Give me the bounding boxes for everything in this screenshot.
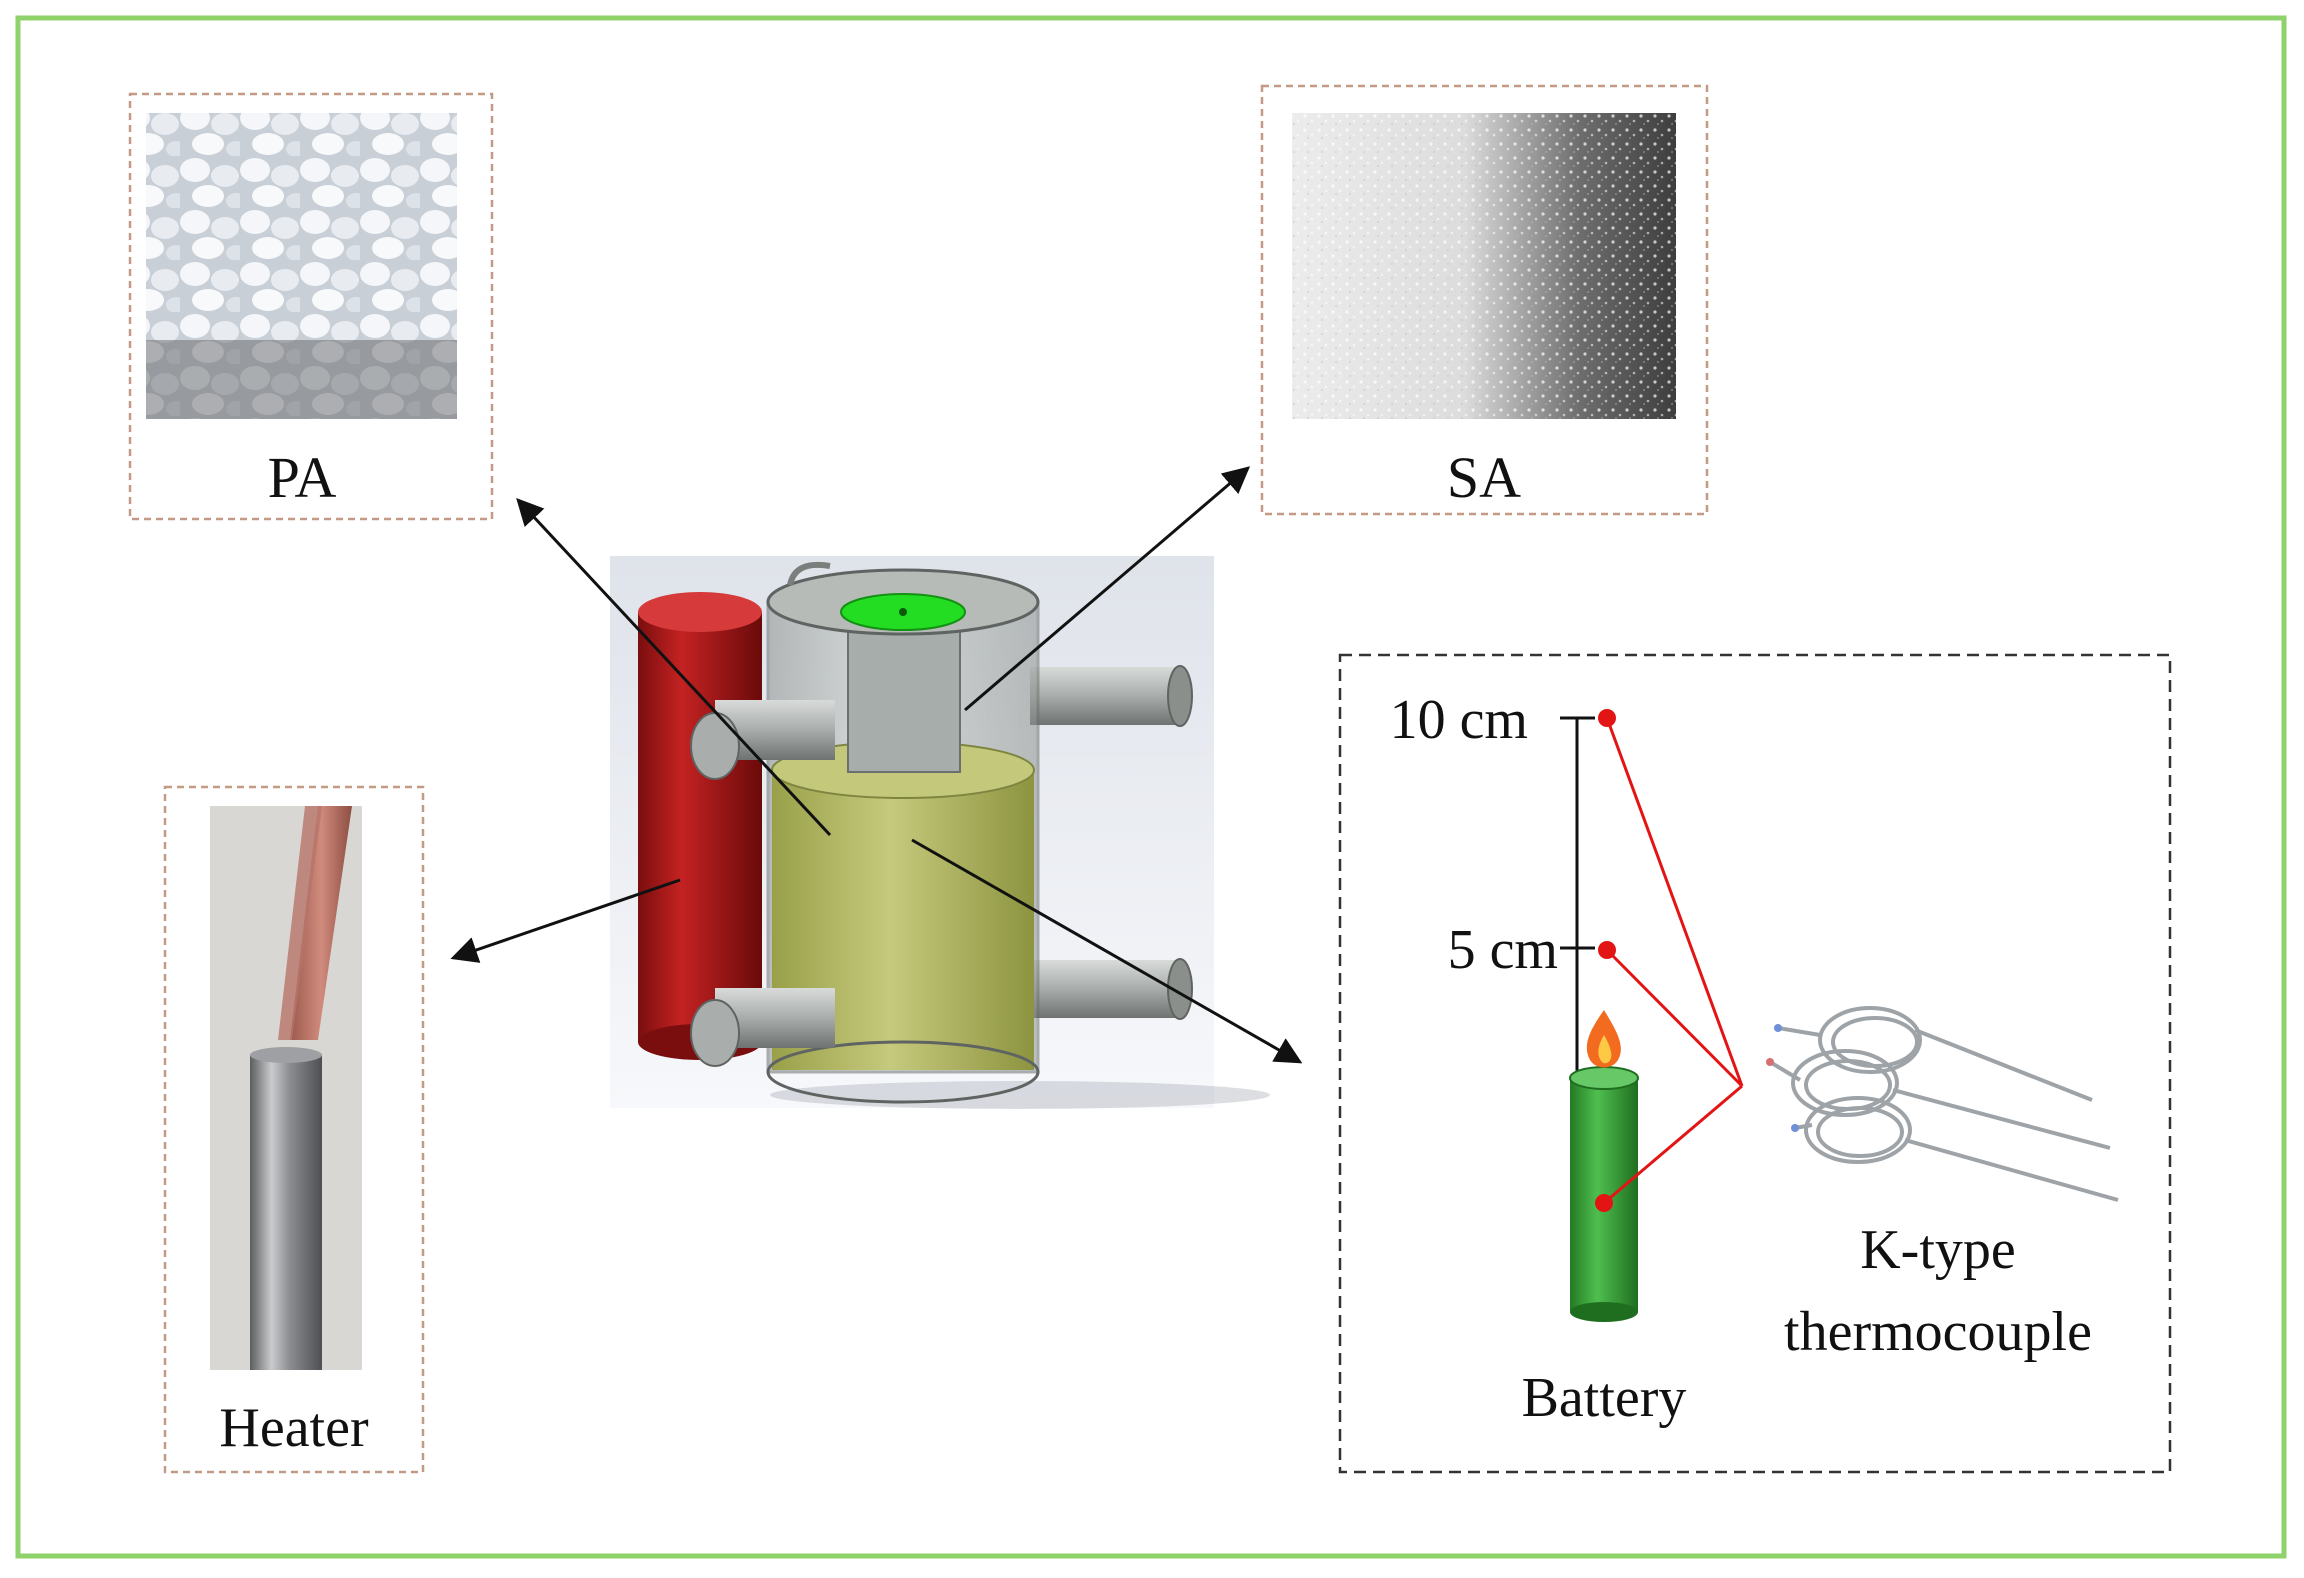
pipe-right-lower [1030,960,1180,1018]
sensor-wire-5cm [1605,948,1744,1088]
coil-1 [1818,1006,1922,1074]
outer-frame [15,15,2287,1559]
heater-tube-top [250,1047,322,1063]
coil-6 [1816,1106,1904,1158]
height-label-10cm: 10 cm [1390,689,1528,751]
sensor-wire-10cm [1605,717,1744,1087]
battery-label: Battery [1522,1367,1687,1429]
heater-panel-border [163,785,425,1474]
arrow-to-pa [516,498,832,837]
arrow-to-sa [964,466,1251,712]
battery-bottom [1570,1302,1638,1322]
probe-3 [1904,1138,2119,1202]
heater-cable [290,806,352,1040]
arrow-to-detail [911,838,1303,1064]
pa-label: PA [268,445,337,510]
probe-2 [1892,1088,2111,1150]
pa-panel-border [128,92,494,521]
pipe-left-upper-end [690,712,740,780]
thermocouple-tip-1 [1774,1024,1782,1032]
lead-1 [1777,1026,1821,1037]
tank-bottom [766,1040,1040,1104]
pa-panel: PA [128,92,494,521]
heater-cable-strand [278,806,322,1040]
tank-lid-hole [899,608,907,616]
sa-label: SA [1447,445,1521,510]
model-shadow [770,1081,1270,1109]
heater-panel: Heater [163,785,425,1474]
tank-handle [787,561,831,586]
sensor-wire-battery [1603,1084,1743,1205]
lead-2 [1768,1060,1802,1082]
heater-rod-top [638,592,762,632]
height-label-5cm: 5 cm [1448,919,1558,981]
probe-1 [1914,1028,2093,1102]
heater-metal-tube [250,1055,322,1370]
heater-rod [638,612,762,1042]
thermocouple-label-line1: K-type [1860,1219,2016,1281]
thermocouple-label-line2: thermocouple [1784,1301,2092,1363]
thermocouple-coils [1768,1006,2119,1202]
thermocouple-tip-3 [1791,1124,1799,1132]
heater-label: Heater [219,1397,369,1459]
pa-photo-shadow [146,340,457,419]
pointer-arrows [450,466,1303,1064]
pipe-right-upper [1030,667,1180,725]
arrow-to-heater [450,878,681,963]
detail-panel: 10 cm 5 cm Battery [1338,653,2172,1474]
sa-photo-grain [1292,113,1676,419]
detail-panel-border [1338,653,2172,1474]
pipe-left-lower-end [690,999,740,1067]
sa-panel-border [1260,84,1709,516]
tank-inner-column [847,611,961,773]
sa-panel: SA [1260,84,1709,516]
thermocouple-tip-2 [1766,1058,1774,1066]
coil-3 [1791,1049,1899,1117]
flame-core-icon [1598,1035,1612,1064]
battery-top [1569,1066,1639,1090]
storage-tank-model [610,556,1270,1109]
coil-5 [1804,1096,1912,1164]
pipe-right-upper-end [1167,665,1193,727]
pipe-right-lower-end [1167,958,1193,1020]
